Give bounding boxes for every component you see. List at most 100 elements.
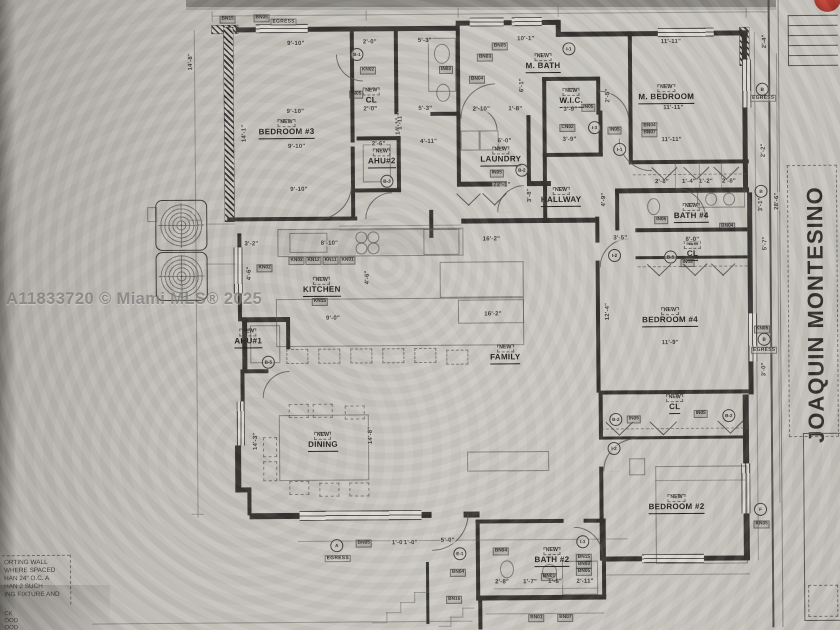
dimension-label: 10'-1": [516, 36, 536, 43]
dimension-label: 2'-0": [361, 39, 378, 46]
condenser-unit: [155, 199, 208, 252]
egress-label: EGRESS: [750, 94, 777, 102]
dashed-outline: [263, 461, 278, 482]
fixture-outline: [467, 450, 550, 472]
dimension-label: 16'-2": [483, 311, 503, 318]
door-marker: B: [755, 82, 769, 96]
keynote-tag: IN05: [349, 90, 364, 99]
dimension-label: 9'-10": [286, 40, 306, 48]
room-name: M. BEDROOM: [638, 92, 695, 105]
dashed-outline: [262, 437, 278, 458]
fixture-ellipse: [355, 242, 368, 255]
revision-row-line: [787, 54, 838, 57]
keynote-tag: KN05: [753, 520, 770, 529]
room-new-tag: NEW: [543, 546, 561, 556]
room-name: BATH #4: [673, 211, 709, 223]
fixture-ellipse: [367, 242, 380, 255]
dimension-label: 14'-8": [187, 52, 195, 72]
dimension-label: 6'-1": [519, 77, 526, 94]
keynote-tag: BN05: [253, 14, 270, 23]
construction-line: [450, 616, 452, 627]
keynote-tag: BN04: [468, 75, 486, 84]
door-marker: B-1: [350, 47, 364, 62]
construction-line: [205, 263, 236, 265]
wall: [598, 435, 749, 440]
dashed-outline: [344, 405, 365, 420]
closet-hanger-icon: [649, 418, 677, 435]
dimension-label: 5'-7": [762, 235, 769, 252]
dimension-label: 2'-5": [605, 87, 612, 104]
construction-line: [211, 11, 768, 17]
door-marker: E-1: [453, 547, 467, 561]
wall: [396, 136, 402, 193]
dimension-label: 1'-4": [680, 178, 697, 185]
dashed-outline: [349, 482, 370, 497]
construction-line: [386, 612, 388, 624]
room-new-tag: NEW: [314, 431, 332, 440]
dimension-label: 12'-4": [604, 301, 612, 322]
wall: [601, 556, 644, 562]
dimension-label: 8'-0": [684, 236, 701, 243]
keynote-tag: BN07: [557, 613, 574, 622]
fixture-ellipse: [436, 83, 451, 102]
construction-line: [400, 602, 402, 614]
dashed-outline: [382, 348, 405, 364]
revision-row-line: [788, 64, 839, 67]
dashed-outline: [350, 348, 373, 364]
keynote-tag: KN02: [359, 66, 377, 75]
door-marker: I-2: [607, 248, 622, 263]
room-new-tag: NEW: [313, 276, 331, 285]
room-new-tag: NEW: [534, 53, 552, 62]
window: [469, 17, 504, 27]
wall: [615, 190, 620, 231]
room-new-tag: NEW: [666, 394, 684, 403]
dimension-label: 2'-8": [720, 178, 737, 185]
photo-left-shadow: [0, 0, 16, 630]
door-marker: B-2: [609, 412, 623, 427]
dimension-label: 2'-8": [653, 179, 670, 186]
door-marker: B: [757, 332, 771, 346]
wall: [455, 23, 461, 186]
keynote-tag: CN02: [559, 123, 576, 132]
dashed-outline: [414, 347, 437, 364]
construction-line: [191, 513, 204, 515]
room-new-tag: NEW: [552, 186, 570, 195]
wall: [393, 30, 399, 115]
keynote-tag: KN12: [305, 256, 322, 265]
room-new-tag: NEW: [277, 119, 296, 128]
keynote-tag: IN05: [626, 415, 641, 424]
dimension-label: 3'-0": [761, 361, 768, 378]
window: [511, 17, 542, 27]
room-name: KITCHEN: [302, 285, 341, 297]
room-name: BEDROOM #2: [648, 502, 705, 515]
room-new-tag: NEW: [373, 148, 391, 157]
dimension-label: 11'-11": [660, 136, 683, 144]
keynote-tag: IN05: [489, 169, 504, 178]
room-name: BEDROOM #4: [642, 315, 699, 328]
door-marker: B-2: [515, 163, 529, 177]
wall: [475, 519, 481, 600]
dashed-outline: [318, 348, 341, 364]
keynote-tag: BN05: [491, 42, 509, 51]
door-swing-arc: [618, 138, 652, 172]
door-swing-arc: [316, 184, 353, 220]
construction-line: [92, 620, 473, 625]
room-new-tag: NEW: [496, 344, 514, 353]
dimension-label: 9'-10": [285, 108, 306, 116]
dimension-label: 2'-6": [370, 141, 387, 148]
construction-line: [438, 625, 451, 627]
dashed-outline: [286, 348, 309, 365]
wall: [475, 518, 564, 524]
dimension-label: 3'-1": [758, 196, 765, 213]
keynote-tag: BN16: [446, 595, 463, 604]
door-swing-arc: [431, 513, 469, 551]
dimension-label: 1'-0": [402, 540, 419, 547]
dimension-label: 4'-11": [419, 138, 439, 146]
room-new-tag: NEW: [657, 84, 675, 93]
